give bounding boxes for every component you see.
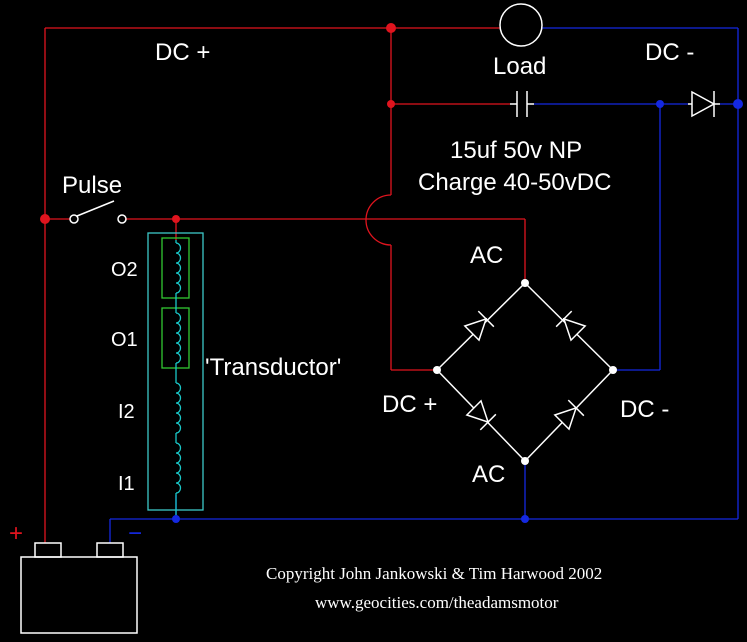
label-coil-i1: I1 xyxy=(118,473,135,495)
label-pulse: Pulse xyxy=(62,172,122,199)
battery-plus-sign: + xyxy=(9,520,23,547)
battery-minus-sign: − xyxy=(128,520,142,547)
label-dc-plus-bridge: DC + xyxy=(382,391,437,418)
transductor-coils xyxy=(175,240,182,519)
load-symbol xyxy=(499,3,543,47)
bridge-nodes xyxy=(433,279,617,465)
battery-symbol xyxy=(20,542,138,634)
label-charge: Charge 40-50vDC xyxy=(418,169,611,196)
bridge-diodes xyxy=(463,310,587,431)
coil-o1-box xyxy=(161,307,190,369)
bridge-rectifier xyxy=(436,282,614,462)
pulse-switch xyxy=(69,200,127,224)
negative-wires xyxy=(109,27,739,543)
label-coil-i2: I2 xyxy=(118,401,135,423)
label-coil-o2: O2 xyxy=(111,259,138,281)
label-capacitor-value: 15uf 50v NP xyxy=(450,137,582,164)
coil-o2-box xyxy=(161,237,190,299)
footer-url: www.geocities.com/theadamsmotor xyxy=(315,593,559,612)
label-transductor: 'Transductor' xyxy=(205,354,341,381)
label-ac-top: AC xyxy=(470,242,503,269)
label-dc-plus-top: DC + xyxy=(155,39,210,66)
label-ac-bottom: AC xyxy=(472,461,505,488)
junction-dots-positive xyxy=(40,23,396,224)
label-load: Load xyxy=(493,53,546,80)
capacitor-symbol xyxy=(510,91,534,117)
label-dc-minus-bridge: DC - xyxy=(620,396,669,423)
output-diode xyxy=(688,90,720,118)
label-dc-minus-top: DC - xyxy=(645,39,694,66)
footer-copyright: Copyright John Jankowski & Tim Harwood 2… xyxy=(266,564,602,583)
junction-dots-negative xyxy=(172,99,743,523)
label-coil-o1: O1 xyxy=(111,329,138,351)
positive-wires xyxy=(44,27,526,543)
